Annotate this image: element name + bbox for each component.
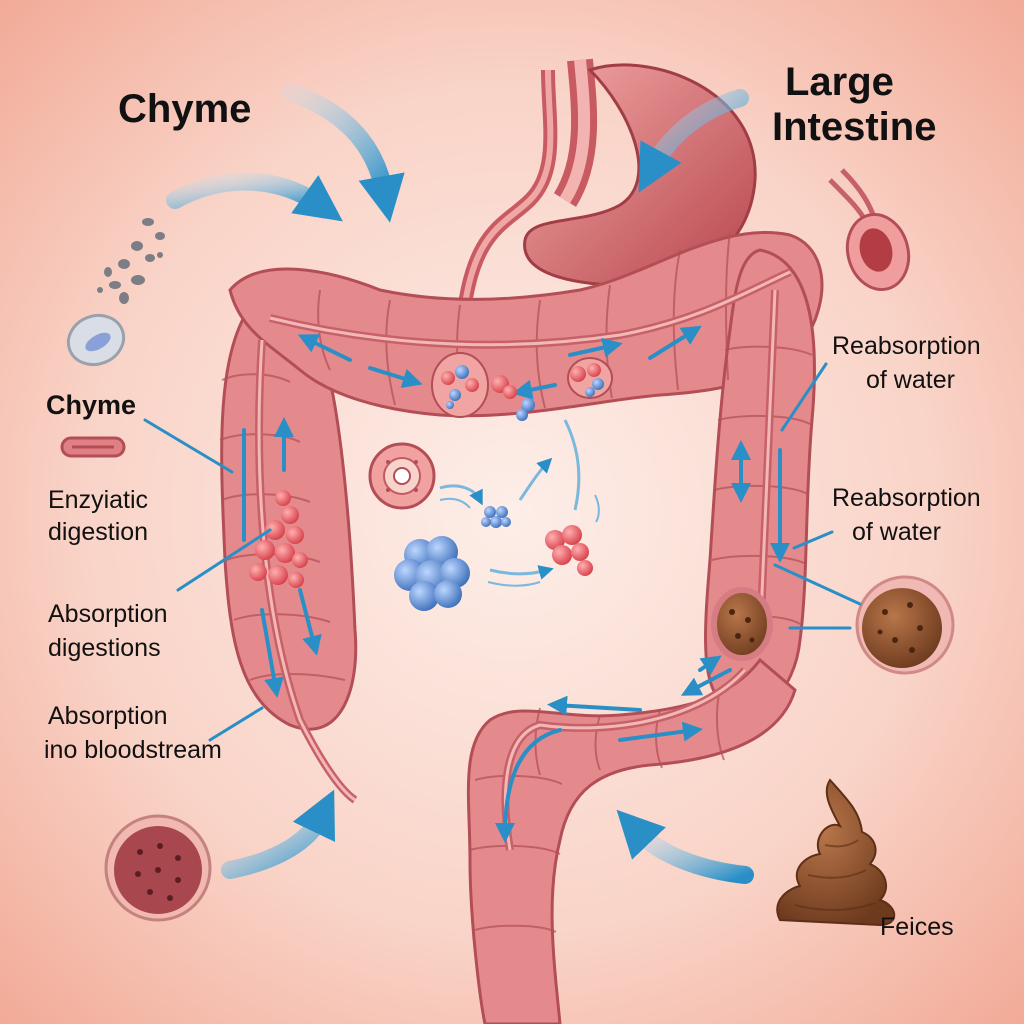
chyme-particles-icon — [97, 218, 165, 304]
label-feces: Feices — [880, 913, 954, 941]
leader-lines — [143, 362, 862, 742]
label-reabsorption2-line1: Reabsorption — [832, 484, 981, 512]
feces-icon — [776, 778, 896, 927]
rbc-icon — [60, 436, 126, 458]
label-enzymatic-line2: digestion — [48, 518, 148, 546]
label-large-intestine-line1: Large — [785, 60, 894, 104]
cell-icon — [368, 442, 436, 510]
label-chyme-top: Chyme — [118, 87, 251, 131]
label-large-intestine-line2: Intestine — [772, 105, 936, 149]
esophagus — [455, 58, 598, 331]
label-reabsorption2-line2: of water — [852, 518, 941, 546]
big-arrows — [166, 83, 754, 884]
label-reabsorption1-line1: Reabsorption — [832, 332, 981, 360]
cell-bottom-left-icon — [104, 814, 212, 922]
label-chyme-left: Chyme — [46, 390, 136, 420]
label-absorption-blood-line1: Absorption — [48, 702, 168, 730]
red-cell-cluster — [249, 490, 308, 588]
label-absorption-digestions-line1: Absorption — [48, 600, 168, 628]
fecal-ball-icon — [711, 587, 773, 661]
label-reabsorption1-line2: of water — [866, 366, 955, 394]
flow-arrows — [242, 325, 790, 843]
label-absorption-digestions-line2: digestions — [48, 634, 161, 662]
central-molecules — [394, 419, 600, 611]
fecal-ball-large-icon — [855, 575, 955, 675]
molecule-cluster-icon — [431, 352, 613, 421]
label-enzymatic-line1: Enzyiatic — [48, 486, 148, 514]
vesicle-icon — [66, 313, 126, 367]
gallbladder-icon — [828, 168, 911, 292]
label-absorption-blood-line2: ino bloodstream — [44, 736, 222, 764]
